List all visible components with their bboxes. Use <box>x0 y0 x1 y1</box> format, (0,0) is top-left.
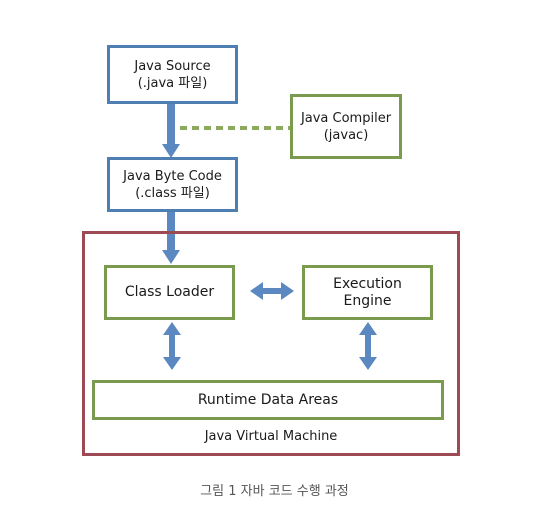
java-source-ext: (.java 파일) <box>137 75 208 91</box>
java-byte-code-box: Java Byte Code (.class 파일) <box>107 157 238 212</box>
classloader-engine-double-arrow <box>250 282 294 300</box>
engine-runtime-double-arrow <box>359 322 377 370</box>
java-source-box: Java Source (.java 파일) <box>107 45 238 104</box>
execution-engine-line2: Engine <box>343 292 392 309</box>
runtime-data-areas-label: Runtime Data Areas <box>197 391 339 408</box>
figure-caption: 그림 1 자바 코드 수행 과정 <box>200 484 349 499</box>
classloader-runtime-double-arrow <box>163 322 181 370</box>
java-source-title: Java Source <box>134 58 211 74</box>
java-byte-code-ext: (.class 파일) <box>135 185 210 201</box>
java-compiler-cmd: (javac) <box>323 127 369 143</box>
java-byte-code-title: Java Byte Code <box>123 168 222 184</box>
jvm-label: Java Virtual Machine <box>204 429 338 444</box>
class-loader-label: Class Loader <box>124 284 215 300</box>
java-compiler-box: Java Compiler (javac) <box>290 94 402 159</box>
runtime-data-areas-box: Runtime Data Areas <box>92 380 444 420</box>
execution-engine-box: Execution Engine <box>302 265 433 320</box>
execution-engine-line1: Execution <box>333 275 402 292</box>
jvm-container <box>82 231 460 456</box>
class-loader-box: Class Loader <box>104 265 235 320</box>
java-compiler-title: Java Compiler <box>300 110 392 126</box>
source-to-bytecode-arrow <box>162 104 180 158</box>
